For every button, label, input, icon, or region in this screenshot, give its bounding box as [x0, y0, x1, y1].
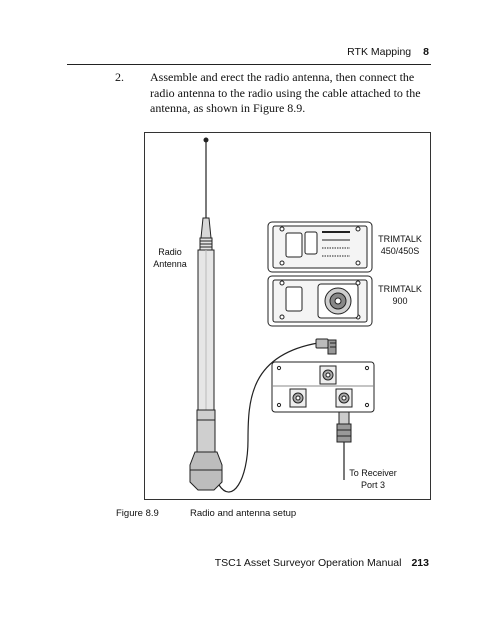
radio-antenna-label: Radio Antenna	[147, 246, 193, 270]
step-number: 2.	[115, 70, 124, 84]
trimtalk-900-label-line2: 900	[392, 296, 408, 306]
footer-page-number: 213	[411, 557, 429, 569]
trimtalk-450-radio	[267, 221, 373, 273]
header-chapter-number: 8	[423, 46, 429, 58]
trimtalk-900-label: TRIMTALK 900	[372, 283, 428, 307]
receiver-cable	[336, 411, 352, 480]
page-header: RTK Mapping 8	[0, 46, 429, 62]
page-footer: TSC1 Asset Surveyor Operation Manual 213	[0, 557, 429, 569]
trimtalk-900-radio	[267, 275, 373, 327]
receiver-port-label: To Receiver Port 3	[336, 467, 410, 491]
figure-frame	[144, 132, 431, 500]
step-text: Assemble and erect the radio antenna, th…	[150, 70, 421, 115]
radio-back-panel	[271, 361, 375, 413]
antenna-illustration	[189, 137, 223, 491]
figure-caption-text: Radio and antenna setup	[190, 508, 297, 519]
antenna-cable	[218, 342, 319, 493]
radio-antenna-label-line1: Radio	[158, 247, 182, 257]
radio-antenna-label-line2: Antenna	[153, 259, 187, 269]
trimtalk-900-label-line1: TRIMTALK	[378, 284, 422, 294]
receiver-port-label-line2: Port 3	[360, 480, 385, 490]
cable-connector	[315, 338, 337, 355]
footer-manual-title: TSC1 Asset Surveyor Operation Manual	[214, 557, 402, 569]
trimtalk-450-label-line1: TRIMTALK	[378, 234, 422, 244]
header-rule	[67, 64, 431, 65]
trimtalk-450-label: TRIMTALK 450/450S	[372, 233, 428, 257]
figure-caption: Figure 8.9 Radio and antenna setup	[116, 508, 296, 519]
receiver-port-label-line1: To Receiver	[349, 468, 397, 478]
header-section-title: RTK Mapping	[347, 46, 412, 58]
figure-caption-number: Figure 8.9	[116, 508, 159, 519]
trimtalk-450-label-line2: 450/450S	[380, 246, 420, 256]
